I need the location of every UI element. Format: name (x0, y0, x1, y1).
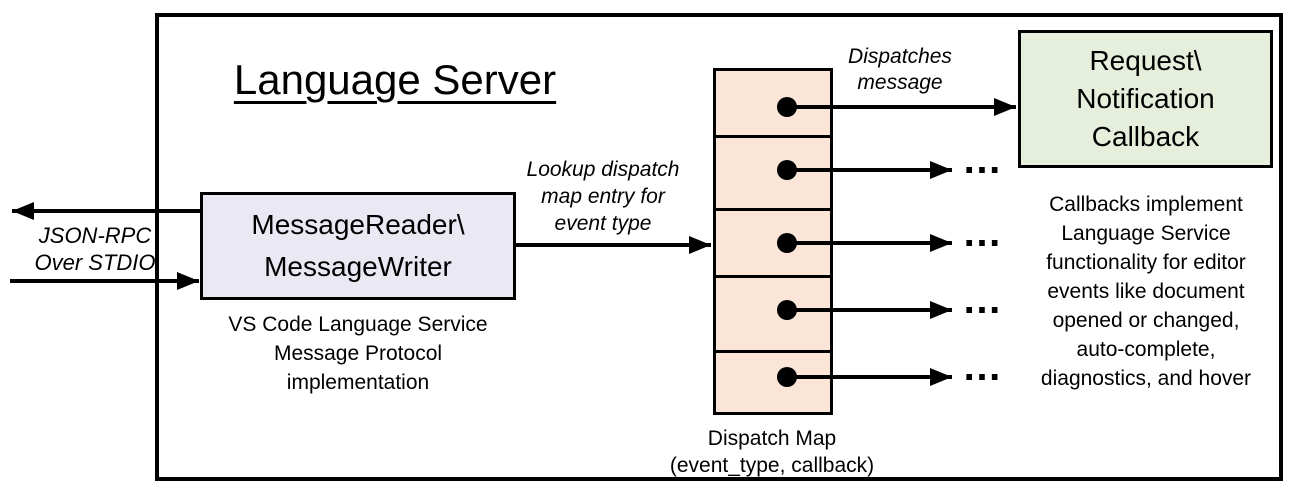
ellipsis-row2: … (962, 138, 1004, 182)
callbacks-note-line2: Language Service (1061, 222, 1231, 245)
callback-box-line3: Callback (1091, 121, 1200, 152)
dispatch-cell-divider (716, 275, 830, 278)
callbacks-note-line7: diagnostics, and hover (1040, 367, 1252, 390)
callbacks-note-line1: Callbacks implement (1049, 193, 1243, 216)
dispatch-cell-divider (716, 208, 830, 211)
callbacks-note-line5: opened or changed, (1052, 309, 1240, 332)
callback-box-line1: Request\ (1089, 45, 1202, 76)
dispatches-label-line2: message (857, 71, 943, 94)
dispatches-label-line1: Dispatches (848, 45, 952, 68)
ellipsis-row5: … (962, 345, 1004, 389)
dispatches-message-label: Dispatches message (830, 44, 970, 96)
ellipsis-row4: … (962, 278, 1004, 322)
dispatch-map-table (713, 68, 833, 415)
dispatch-label-line1: Dispatch Map (707, 427, 837, 450)
callback-box-line2: Notification (1076, 83, 1215, 114)
callbacks-note-line6: auto-complete, (1076, 338, 1216, 361)
lookup-label-line2: map entry for (541, 185, 665, 208)
lookup-dispatch-label: Lookup dispatch map entry for event type (513, 156, 693, 237)
callbacks-note: Callbacks implement Language Service fun… (1008, 190, 1284, 393)
dispatch-cell-divider (716, 350, 830, 353)
lookup-label-line3: event type (554, 212, 652, 235)
dispatch-map-label: Dispatch Map (event_type, callback) (662, 425, 882, 479)
message-reader-writer-box: MessageReader\ MessageWriter (200, 192, 516, 300)
callbacks-note-line4: events like document (1047, 280, 1245, 303)
diagram-title: Language Server (233, 56, 557, 103)
json-rpc-stdio-label: JSON-RPC Over STDIO (25, 222, 165, 276)
reader-caption-line1: VS Code Language Service (228, 313, 488, 336)
lookup-label-line1: Lookup dispatch (526, 158, 680, 181)
ellipsis-row3: … (962, 211, 1004, 255)
reader-box-line1: MessageReader\ (251, 209, 465, 240)
request-notification-callback-box: Request\ Notification Callback (1018, 30, 1273, 168)
reader-caption: VS Code Language Service Message Protoco… (203, 310, 513, 397)
dispatch-cell-divider (716, 135, 830, 138)
callbacks-note-line3: functionality for editor (1046, 251, 1246, 274)
io-label-line1: JSON-RPC (38, 223, 152, 248)
dispatch-label-line2: (event_type, callback) (669, 454, 875, 477)
io-label-line2: Over STDIO (34, 250, 156, 275)
reader-box-line2: MessageWriter (264, 251, 452, 282)
reader-caption-line2: Message Protocol implementation (273, 342, 443, 394)
